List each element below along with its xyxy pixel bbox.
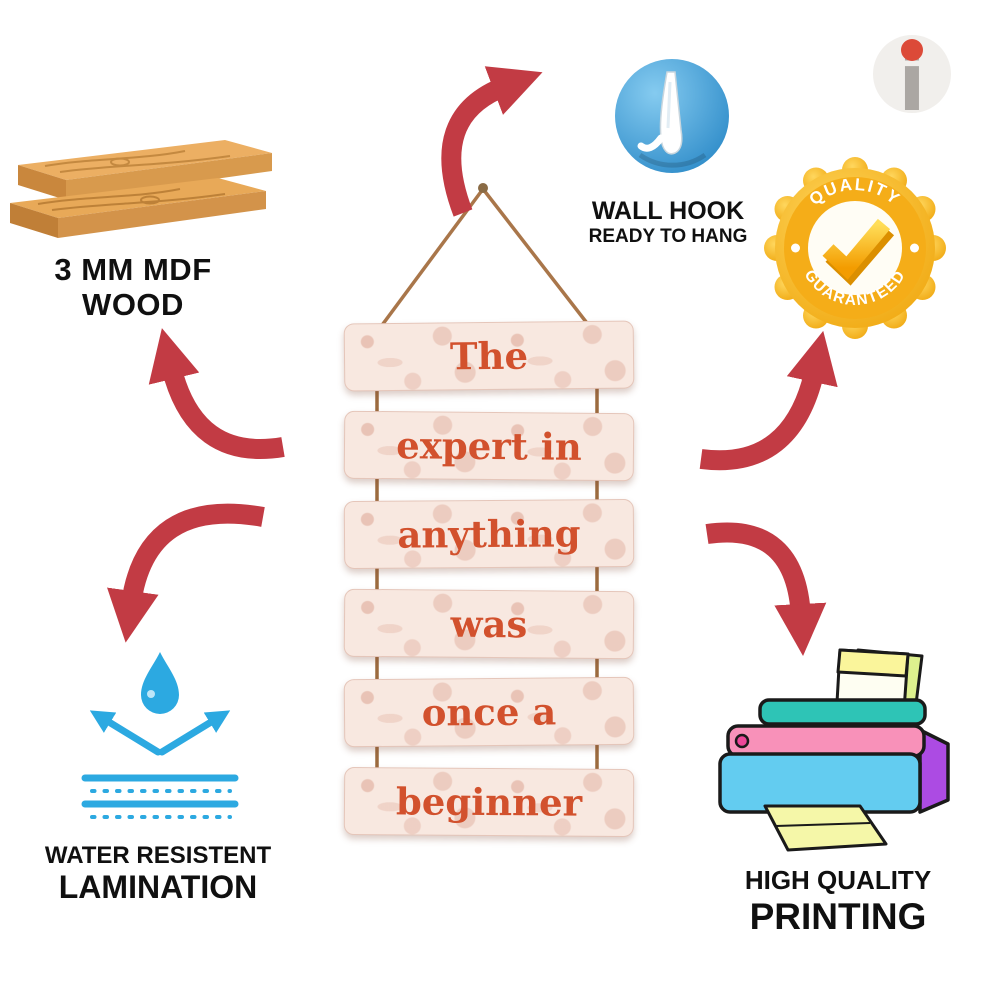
wall-hook-title: WALL HOOK <box>591 197 745 225</box>
sign-plank-3: anything <box>343 498 635 570</box>
lamination-line1: WATER RESISTENT <box>44 842 272 869</box>
arrow-to-lamination <box>107 503 265 643</box>
lamination-line2: LAMINATION <box>58 869 258 906</box>
lamination-label: WATER RESISTENT LAMINATION <box>45 842 271 906</box>
sign-plank-1: The <box>343 320 635 392</box>
wall-hook-label: WALL HOOK READY TO HANG <box>589 197 748 247</box>
arrow-to-printer <box>705 522 827 656</box>
water-resistant-icon <box>81 652 239 819</box>
sign-plank-4: was <box>343 588 635 660</box>
sign-plank-text: was <box>450 601 528 647</box>
wall-hook-icon <box>615 59 729 173</box>
mdf-wood-line2: WOOD <box>82 287 184 323</box>
sign-plank-text: The <box>449 333 529 379</box>
arrow-to-badge <box>699 330 838 471</box>
sign-plank-text: beginner <box>395 779 583 825</box>
mdf-wood-label: 3 MM MDF WOOD <box>54 252 211 323</box>
arrow-to-wall-hook <box>441 66 543 217</box>
sign-plank-6: beginner <box>343 766 635 838</box>
wall-hook-subtitle: READY TO HANG <box>588 225 748 247</box>
printing-label: HIGH QUALITY PRINTING <box>744 865 932 938</box>
brand-logo: i <box>873 35 951 129</box>
mdf-wood-icon <box>10 140 272 238</box>
arrow-to-wood <box>148 328 285 460</box>
quality-badge: QUALITY GUARANTEED <box>764 157 946 339</box>
printer-icon <box>718 648 950 852</box>
sign-plank-5: once a <box>343 676 635 748</box>
feature-arrows <box>107 66 838 656</box>
sign-plank-2: expert in <box>343 410 635 482</box>
check-icon <box>822 218 891 280</box>
brand-logo-dot <box>901 39 923 61</box>
mdf-wood-line1: 3 MM MDF <box>54 252 212 287</box>
sign-plank-text: expert in <box>396 423 582 469</box>
printing-line1: HIGH QUALITY <box>744 865 932 895</box>
sign-plank-text: anything <box>397 511 581 557</box>
sign-plank-text: once a <box>421 689 557 735</box>
printing-line2: PRINTING <box>749 895 927 937</box>
